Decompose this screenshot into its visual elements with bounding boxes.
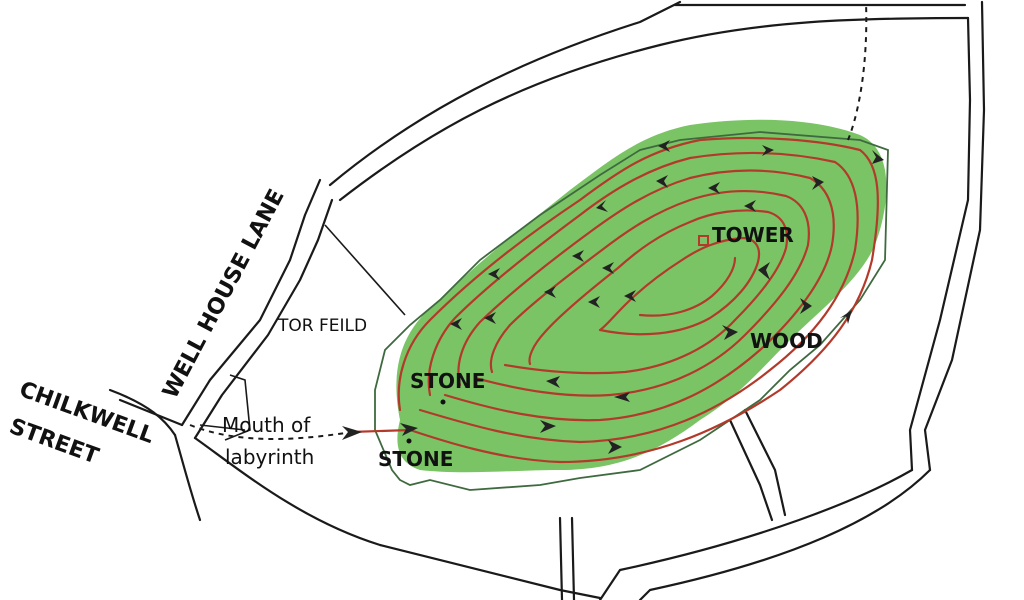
stone-icon [406,438,412,444]
arrowhead-icon [840,310,852,324]
arrowhead-icon [812,176,824,190]
arrowhead-icon [624,290,636,302]
arrowhead-icon [656,175,668,188]
arrowhead-icon [572,250,584,262]
stone-upper-label: STONE [410,369,485,393]
arrowhead-icon [658,140,670,152]
hill-boundary [374,131,889,491]
arrowhead-icon [588,296,600,308]
arrowhead-icon [596,200,608,212]
arrowhead-icon [608,440,622,454]
mouth-label-line1: Mouth of [222,413,311,437]
tower-label: TOWER [712,223,794,247]
entrance-path [189,424,353,440]
arrowhead-icon [450,318,462,330]
arrowhead-icon [488,268,500,280]
north-path [847,1,868,141]
arrowhead-icon [540,420,556,433]
arrowhead-icon [744,200,756,212]
arrowhead-icon [602,262,614,274]
stone-lower-label: STONE [378,447,453,471]
arrowhead-icon [800,298,812,314]
field-label: TOR FEILD [277,316,367,336]
lane-label: WELL HOUSE LANE [158,185,289,402]
arrowhead-icon [758,262,770,280]
arrowhead-icon [872,150,884,164]
tower-icon [698,235,709,246]
arrowhead-icon [614,392,630,402]
arrowhead-icon [722,325,738,340]
arrowhead-icon [546,376,560,388]
tor-hill [396,119,887,473]
arrowhead-icon [708,182,720,194]
arrowhead-icon [484,312,496,324]
direction-arrows [342,140,884,454]
arrowhead-icon [400,423,418,436]
mouth-label-line2: labyrinth [225,445,314,469]
arrowhead-icon [342,426,362,440]
stone-icon [440,399,446,405]
arrowhead-icon [544,286,556,298]
arrowhead-icon [762,145,774,156]
wood-label: WOOD [750,329,823,353]
roads [108,0,986,600]
